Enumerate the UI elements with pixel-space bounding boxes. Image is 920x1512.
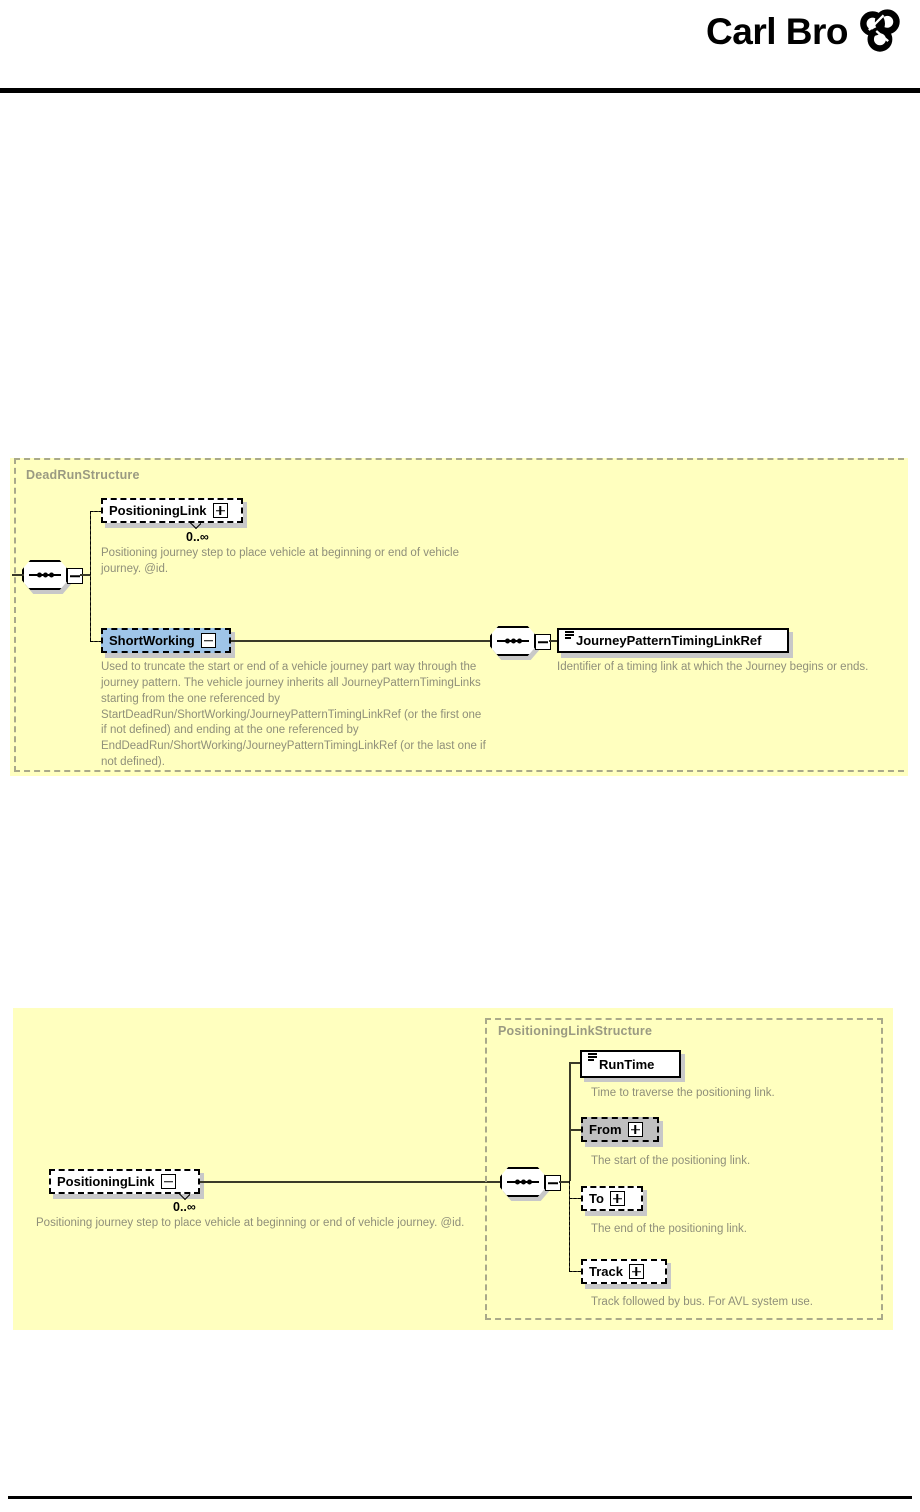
- trefoil-knot-icon: [860, 9, 900, 52]
- doc-track: Track followed by bus. For AVL system us…: [591, 1296, 813, 1308]
- header-divider: [0, 88, 920, 93]
- deadrun-group-label: DeadRunStructure: [26, 468, 140, 482]
- positioninglink-structure-diagram: PositioningLink 0..∞ Positioning journey…: [13, 1008, 893, 1330]
- doc-positioninglink-root: Positioning journey step to place vehicl…: [36, 1217, 465, 1229]
- wire-branch-to-positioninglink: [90, 511, 102, 512]
- cardinality-positioninglink-root: 0..∞: [173, 1200, 196, 1214]
- node-to[interactable]: To: [581, 1186, 643, 1211]
- sequence-dot: [527, 1179, 532, 1185]
- node-shortworking-label: ShortWorking: [109, 633, 195, 648]
- positioninglinkstructure-group-label: PositioningLinkStructure: [498, 1024, 653, 1038]
- collapse-icon[interactable]: [160, 1174, 176, 1189]
- brand-name: Carl Bro: [706, 10, 848, 52]
- wire-branch-to-track: [569, 1271, 581, 1272]
- doc-positioninglink: Positioning journey step to place vehicl…: [101, 547, 460, 575]
- wire-branch-to-runtime: [569, 1062, 581, 1064]
- wire-branch-vertical: [90, 511, 91, 641]
- node-track-label: Track: [589, 1264, 623, 1279]
- wire-branch-to-from: [569, 1129, 581, 1131]
- sequence-collapse-toggle[interactable]: [535, 634, 551, 650]
- node-positioninglink-label: PositioningLink: [109, 503, 207, 518]
- doc-to: The end of the positioning link.: [591, 1223, 747, 1235]
- simple-type-icon: [588, 1053, 597, 1065]
- wire-root-to-sequence: [200, 1181, 513, 1183]
- node-from-label: From: [589, 1122, 622, 1137]
- deadrun-group-frame: [14, 458, 904, 772]
- expand-icon[interactable]: [627, 1122, 643, 1137]
- node-from[interactable]: From: [581, 1117, 659, 1142]
- doc-from: The start of the positioning link.: [591, 1155, 751, 1167]
- sequence-dot: [37, 572, 42, 578]
- repeat-chevron-icon: [190, 522, 201, 530]
- sequence-dot: [515, 1179, 520, 1185]
- collapse-icon[interactable]: [200, 633, 216, 648]
- sequence-dot: [49, 572, 54, 578]
- node-journeypatterntiminglinkref[interactable]: JourneyPatternTimingLinkRef: [557, 628, 789, 653]
- node-runtime-label: RunTime: [599, 1056, 655, 1072]
- cardinality-positioninglink: 0..∞: [186, 530, 209, 544]
- sequence-collapse-toggle[interactable]: [545, 1175, 561, 1191]
- sequence-compositor-root[interactable]: [22, 560, 68, 590]
- simple-type-icon: [565, 631, 574, 643]
- node-journeypatterntiminglinkref-label: JourneyPatternTimingLinkRef: [576, 633, 762, 648]
- node-runtime[interactable]: RunTime: [580, 1050, 681, 1078]
- doc-journeypatterntiminglinkref: Identifier of a timing link at which the…: [557, 661, 869, 673]
- sequence-dot: [511, 638, 516, 644]
- wire-sequence-stub: [559, 1181, 569, 1183]
- wire-root-stub-left: [12, 574, 24, 576]
- wire-root-stub-right: [80, 574, 90, 576]
- node-positioninglink-root[interactable]: PositioningLink: [49, 1169, 200, 1194]
- expand-icon[interactable]: [212, 503, 228, 518]
- node-to-label: To: [589, 1191, 604, 1206]
- sequence-dot: [43, 572, 48, 578]
- doc-shortworking: Used to truncate the start or end of a v…: [101, 661, 486, 769]
- node-positioninglink-root-label: PositioningLink: [57, 1174, 155, 1189]
- wire-branch-optional-rail: [569, 1181, 570, 1271]
- sequence-dot: [521, 1179, 526, 1185]
- wire-sequence-to-ref: [549, 640, 557, 642]
- node-positioninglink[interactable]: PositioningLink: [101, 498, 243, 523]
- deadrun-structure-diagram: DeadRunStructure PositioningLink 0..∞ Po…: [10, 458, 908, 776]
- wire-shortworking-to-sequence: [231, 640, 490, 642]
- sequence-dot: [517, 638, 522, 644]
- expand-icon[interactable]: [609, 1191, 625, 1206]
- footer-divider: [8, 1496, 912, 1499]
- wire-branch-to-to: [569, 1198, 581, 1199]
- sequence-dot: [505, 638, 510, 644]
- positioninglinkstructure-group-frame: [485, 1018, 883, 1320]
- sequence-compositor-positioninglink[interactable]: [500, 1167, 546, 1197]
- doc-runtime: Time to traverse the positioning link.: [591, 1087, 775, 1099]
- sequence-compositor-shortworking[interactable]: [490, 626, 536, 656]
- expand-icon[interactable]: [628, 1264, 644, 1279]
- wire-branch-to-shortworking: [90, 641, 102, 642]
- node-track[interactable]: Track: [581, 1259, 667, 1284]
- sequence-collapse-toggle[interactable]: [67, 568, 83, 584]
- wire-branch-required-rail: [569, 1062, 571, 1181]
- node-shortworking[interactable]: ShortWorking: [101, 628, 231, 653]
- brand-logo: Carl Bro: [706, 8, 902, 54]
